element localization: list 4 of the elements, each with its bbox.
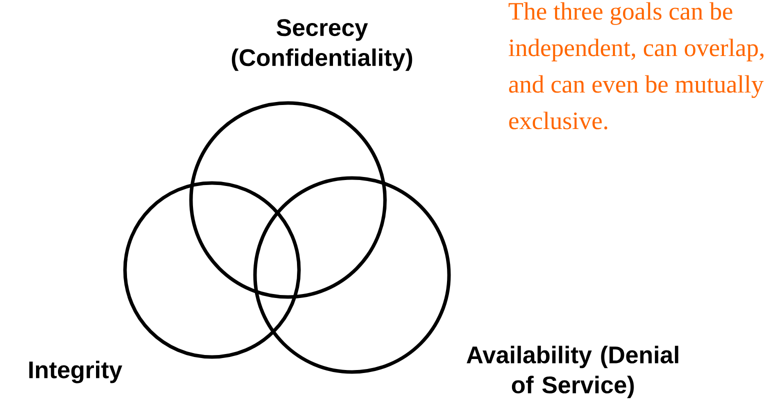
circle-label: Secrecy (Confidentiality) [232, 19, 412, 71]
circle-label: Integrity [29, 360, 122, 384]
circle-label: Availability (Denial of Service) [466, 346, 678, 398]
note: The three goals can be independent, can overlap, and can even be mutually exclusive. [508, 2, 764, 130]
